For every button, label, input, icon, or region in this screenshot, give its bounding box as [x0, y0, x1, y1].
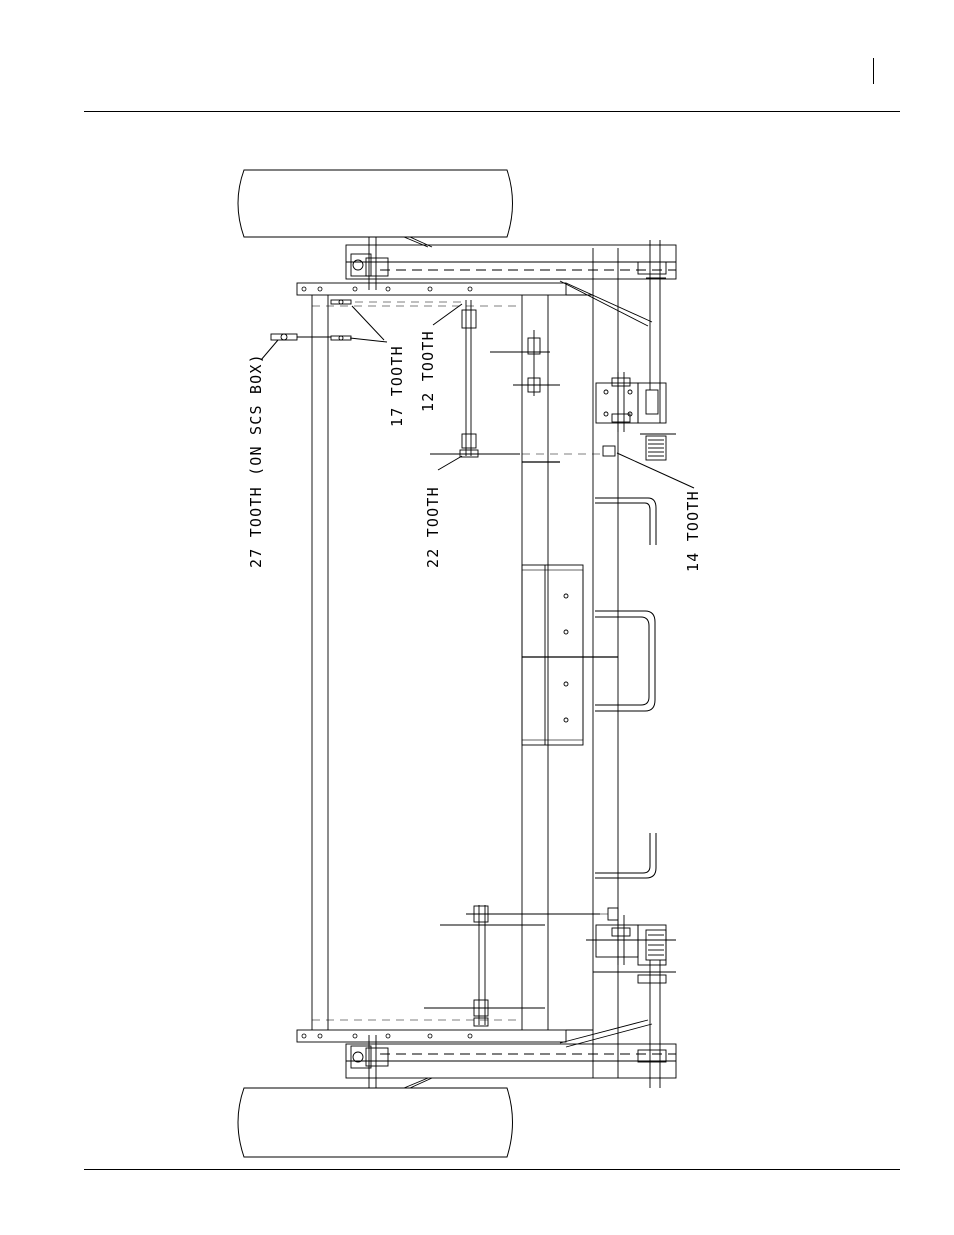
top-gearbox — [596, 240, 676, 460]
callout-14-tooth: 14 TOOTH — [684, 490, 702, 572]
callout-22-tooth: 22 TOOTH — [424, 486, 442, 568]
label-12-tooth: 12 TOOTH — [419, 330, 437, 412]
label-17-tooth: 17 TOOTH — [388, 345, 406, 427]
callout-12-tooth: 12 TOOTH — [419, 330, 437, 412]
leader-lines — [261, 304, 694, 488]
top-wheel-mount — [346, 237, 676, 326]
callout-27-tooth: 27 TOOTH (ON SCS BOX) — [247, 353, 265, 568]
center-mount — [522, 462, 618, 745]
label-14-tooth: 14 TOOTH — [684, 490, 702, 572]
callout-17-tooth: 17 TOOTH — [388, 345, 406, 427]
label-22-tooth: 22 TOOTH — [424, 486, 442, 568]
top-tire — [238, 170, 513, 237]
top-drive — [271, 300, 615, 457]
bottom-gearbox — [586, 915, 676, 1088]
bottom-tire — [238, 1088, 513, 1157]
label-27-tooth: 27 TOOTH (ON SCS BOX) — [247, 353, 265, 568]
hooks — [595, 498, 656, 878]
bottom-drive — [424, 905, 618, 1026]
main-frame — [297, 248, 618, 1078]
